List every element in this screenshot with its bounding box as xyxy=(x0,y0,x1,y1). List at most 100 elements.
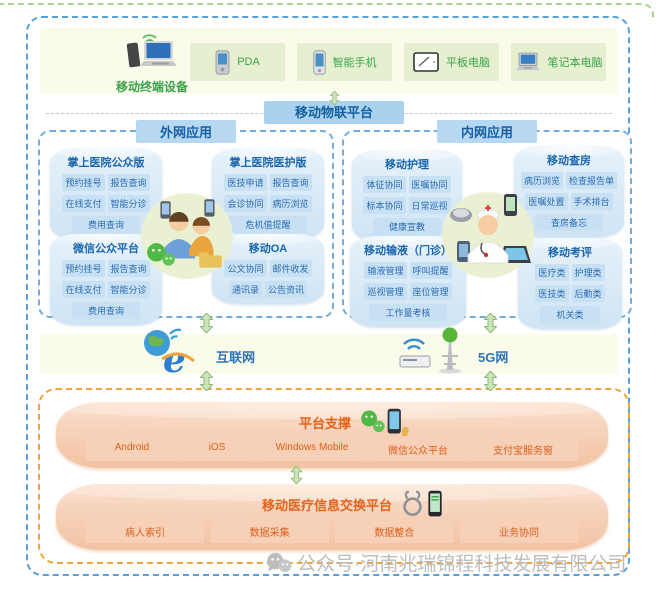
exchange-platform-title: 移动医疗信息交换平台 xyxy=(261,497,392,513)
feature-chip: 后勤类 xyxy=(571,285,605,302)
updown-arrow-icon xyxy=(290,466,303,484)
feature-chip: 呼叫提醒 xyxy=(409,262,452,279)
iot-platform-banner: 移动物联平台 xyxy=(264,101,404,124)
feature-chip: 日常巡视 xyxy=(408,197,451,214)
updown-arrow-icon xyxy=(200,313,213,333)
feature-chip: 报告查询 xyxy=(107,260,150,277)
support-platform-platter: 平台支撑 Android iOS Windows Mobile 微信公众平台 支… xyxy=(56,402,608,468)
feature-chip: 机关类 xyxy=(540,306,600,323)
feature-chip: 医嘱处置 xyxy=(525,193,568,210)
feature-chip: 检查报告单 xyxy=(566,172,618,189)
terminal-device-group: 移动终端设备 xyxy=(92,30,212,95)
feature-chip: 邮件收发 xyxy=(269,260,312,277)
feature-chip: 会诊协同 xyxy=(224,195,267,212)
device-label: PDA xyxy=(237,56,260,68)
watermark: 公众号·河南兆瑞锦程科技发展有限公司 xyxy=(266,549,626,576)
network-band: e 互联网 5G网 xyxy=(40,327,618,376)
feature-chip: 输液管理 xyxy=(364,262,407,279)
exchange-item: 数据采集 xyxy=(210,520,329,543)
feature-chip: 巡视管理 xyxy=(364,283,407,300)
svg-text:e: e xyxy=(163,339,186,376)
feature-chip: 通讯录 xyxy=(228,281,262,298)
feature-chip: 医疗类 xyxy=(535,264,569,281)
support-item: Windows Mobile xyxy=(256,438,368,461)
support-items-row: Android iOS Windows Mobile 微信公众平台 支付宝服务窗 xyxy=(86,438,578,461)
module-mobile-nursing: 移动护理 体征协同医嘱协同 标本协同日常巡视 健康宣教 xyxy=(352,150,462,241)
feature-chip: 查房备忘 xyxy=(534,214,603,231)
feature-chip: 医技类 xyxy=(535,285,569,302)
module-hospital-public: 掌上医院公众版 预约挂号报告查询 在线支付智能分诊 费用查询 xyxy=(50,148,162,239)
updown-arrow-icon xyxy=(484,313,497,333)
external-apps-panel: 外网应用 掌上医院公众版 预约挂号报告查询 在线支付智能分诊 费用查询 掌上医院… xyxy=(38,120,334,319)
5g-antenna-icon xyxy=(399,327,461,374)
feature-chip: 体征协同 xyxy=(363,176,406,193)
watermark-text: 公众号·河南兆瑞锦程科技发展有限公司 xyxy=(297,554,627,575)
module-title: 移动查房 xyxy=(547,155,591,167)
device-label: 笔记本电脑 xyxy=(547,57,603,69)
feature-chip: 护理类 xyxy=(571,264,605,281)
internal-apps-title: 内网应用 xyxy=(436,120,538,143)
tablet-icon xyxy=(413,52,439,72)
feature-chip: 病历浏览 xyxy=(520,172,563,189)
feature-chip: 在线支付 xyxy=(62,281,105,298)
mobile-terminal-band: 移动终端设备 PDA 智能手机 xyxy=(40,28,618,94)
feature-chip: 在线支付 xyxy=(62,195,105,212)
module-mobile-infusion: 移动输液（门诊） 输液管理呼叫提醒 巡视管理座位管理 工作量考核 xyxy=(350,236,466,327)
exchange-item: 业务协同 xyxy=(459,520,578,543)
smartphone-icon xyxy=(312,49,326,75)
module-ward-rounds: 移动查房 病历浏览检查报告单 医嘱处置手术排台 查房备忘 xyxy=(514,146,624,237)
feature-chip: 医技申请 xyxy=(224,174,267,191)
device-box-smartphone: 智能手机 xyxy=(297,43,392,81)
wechat-phone-icon xyxy=(361,408,409,437)
feature-chip: 座位管理 xyxy=(409,283,452,300)
feature-chip: 标本协同 xyxy=(363,197,406,214)
feature-chip: 预约挂号 xyxy=(62,174,105,191)
internet-globe-icon: e xyxy=(144,328,195,376)
feature-chip: 报告查询 xyxy=(269,174,312,191)
device-box-tablet: 平板电脑 xyxy=(404,43,499,81)
pda-icon xyxy=(215,49,230,75)
module-mobile-evaluation: 移动考评 医疗类护理类 医技类后勤类 机关类 xyxy=(518,238,622,329)
module-title: 移动考评 xyxy=(548,247,592,259)
feature-chip: 费用查询 xyxy=(71,302,140,319)
exchange-items-row: 病人索引 数据采集 数据整合 业务协同 xyxy=(86,520,578,543)
module-mobile-oa: 移动OA 公文协同邮件收发 通讯录公告资讯 xyxy=(212,234,324,304)
external-apps-title: 外网应用 xyxy=(135,120,237,143)
support-item: 支付宝服务窗 xyxy=(468,438,578,461)
feature-chip: 智能分诊 xyxy=(107,281,150,298)
feature-chip: 健康宣教 xyxy=(372,218,441,235)
device-label: 智能手机 xyxy=(332,57,377,69)
feature-chip: 公告资讯 xyxy=(265,281,308,298)
internet-label: 互联网 xyxy=(216,350,256,365)
nurse-illustration xyxy=(442,192,534,278)
laptop-phone-wifi-icon xyxy=(126,34,177,68)
wechat-gray-icon xyxy=(267,552,292,572)
feature-chip: 危机值提醒 xyxy=(229,216,307,233)
feature-chip: 病历浏览 xyxy=(269,195,312,212)
support-platform-title: 平台支撑 xyxy=(298,415,351,431)
feature-chip: 报告查询 xyxy=(107,174,150,191)
device-box-pda: PDA xyxy=(190,43,285,81)
exchange-item: 病人索引 xyxy=(86,520,204,543)
support-item: iOS xyxy=(178,438,256,461)
support-item: 微信公众平台 xyxy=(368,438,468,461)
updown-arrow-icon xyxy=(484,371,497,391)
updown-arrow-icon xyxy=(329,91,340,105)
support-item: Android xyxy=(86,438,178,461)
device-box-laptop: 笔记本电脑 xyxy=(511,43,606,81)
terminal-group-label: 移动终端设备 xyxy=(115,80,188,94)
device-box-row: PDA 智能手机 平板电脑 xyxy=(190,43,606,81)
device-label: 平板电脑 xyxy=(446,57,490,69)
module-hospital-staff: 掌上医院医护版 医技申请报告查询 会诊协同病历浏览 危机值提醒 xyxy=(212,148,324,239)
laptop-icon xyxy=(515,52,540,70)
module-title: 移动输液（门诊） xyxy=(364,245,452,257)
5g-label: 5G网 xyxy=(478,350,509,365)
feature-chip: 公文协同 xyxy=(224,260,267,277)
platform-section: 平台支撑 Android iOS Windows Mobile 微信公众平台 支… xyxy=(38,388,630,564)
stethoscope-phone-icon xyxy=(403,490,442,517)
module-title: 掌上医院医护版 xyxy=(229,157,307,169)
internal-apps-panel: 内网应用 移动护理 体征协同医嘱协同 标本协同日常巡视 健康宣教 移动查房 病历… xyxy=(342,120,632,323)
module-title: 掌上医院公众版 xyxy=(67,157,145,169)
module-title: 移动护理 xyxy=(385,159,429,171)
